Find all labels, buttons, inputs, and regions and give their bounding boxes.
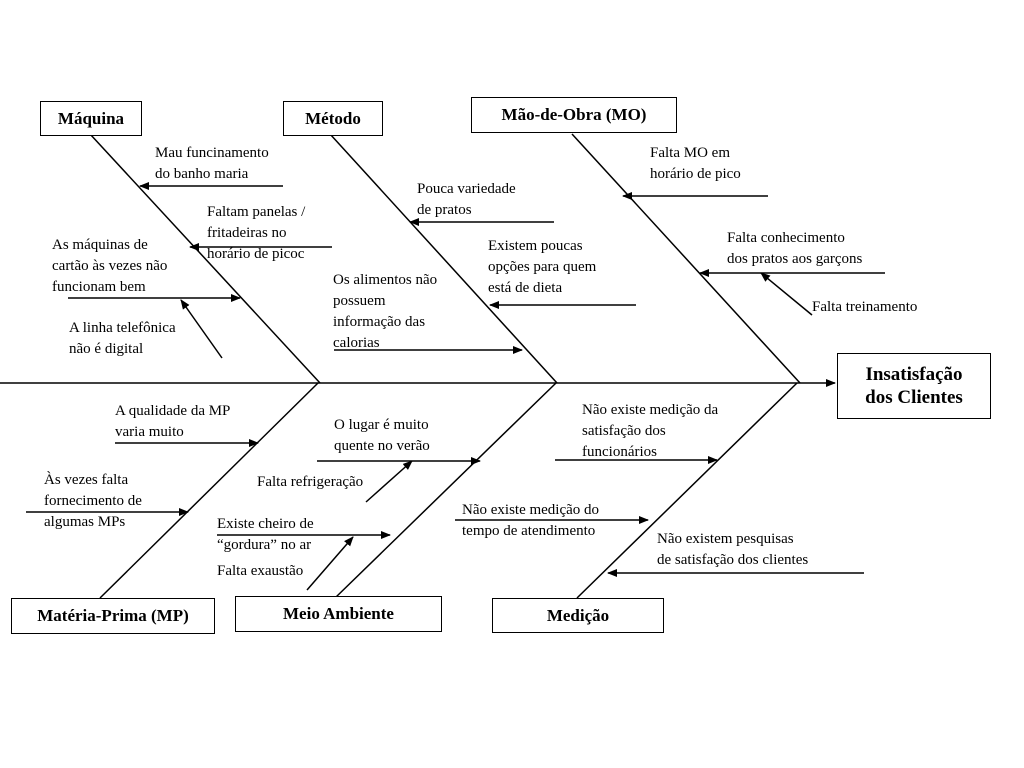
cause-text: cartão às vezes não (52, 258, 168, 274)
category-maquina: Máquina (40, 101, 142, 136)
cause-text: O lugar é muito (334, 417, 429, 433)
cause-mo-2: Falta conhecimento dos pratos aos garçon… (727, 228, 862, 270)
effect-line-2: dos Clientes (865, 387, 963, 408)
cause-text: Falta MO em (650, 145, 730, 161)
category-medicao-label: Medição (546, 605, 610, 625)
cause-text: varia muito (115, 424, 184, 440)
cause-ma-4: Falta exaustão (217, 561, 303, 582)
cause-text: A linha telefônica (69, 320, 176, 336)
cause-maquina-2: Faltam panelas / fritadeiras no horário … (207, 202, 305, 265)
cause-text: Falta conhecimento (727, 230, 845, 246)
cause-text: quente no verão (334, 438, 430, 454)
cause-mo-1: Falta MO em horário de pico (650, 143, 741, 185)
cause-maquina-4: A linha telefônica não é digital (69, 318, 176, 360)
cause-text: tempo de atendimento (462, 523, 596, 539)
cause-maquina-3: As máquinas de cartão às vezes não funci… (52, 235, 167, 298)
category-metodo-label: Método (305, 108, 361, 128)
cause-text: opções para quem (488, 259, 597, 275)
cause-text: informação das (333, 314, 426, 330)
category-maquina-label: Máquina (57, 108, 125, 128)
arrow-mo-3 (760, 272, 813, 316)
effect-box: Insatisfação dos Clientes (837, 353, 991, 419)
cause-text: Não existe medição do (462, 502, 600, 518)
cause-ma-3: Existe cheiro de “gordura” no ar (217, 514, 314, 556)
cause-med-2: Não existe medição do tempo de atendimen… (462, 500, 599, 542)
cause-text: não é digital (69, 341, 144, 357)
cause-text: Não existe medição da (582, 402, 719, 418)
bone-metodo (329, 133, 558, 384)
cause-text: algumas MPs (44, 514, 126, 530)
cause-metodo-2: Existem poucas opções para quem está de … (488, 236, 596, 299)
category-materia-prima-label: Matéria-Prima (MP) (37, 606, 189, 625)
bone-materia-prima (99, 382, 319, 599)
category-medicao: Medição (492, 598, 664, 633)
arrow-ma-2 (365, 460, 413, 503)
cause-text: fritadeiras no (207, 225, 287, 241)
cause-text: A qualidade da MP (115, 403, 231, 419)
category-materia-prima: Matéria-Prima (MP) (11, 598, 215, 634)
cause-text: funcionários (582, 444, 657, 460)
cause-ma-1: O lugar é muito quente no verão (334, 415, 430, 457)
cause-text: de pratos (417, 202, 472, 218)
cause-text: Existe cheiro de (217, 516, 314, 532)
arrow-maquina-4 (180, 299, 223, 359)
cause-text: As máquinas de (52, 237, 148, 253)
cause-text: Falta treinamento (812, 299, 918, 315)
cause-maquina-1: Mau funcinamento do banho maria (155, 143, 269, 185)
cause-text: Pouca variedade (417, 181, 516, 197)
bone-meio-ambiente (334, 382, 557, 599)
cause-text: do banho maria (155, 166, 249, 182)
cause-text: fornecimento de (44, 493, 142, 509)
effect-line-1: Insatisfação (865, 364, 963, 385)
cause-text: Falta refrigeração (257, 474, 364, 490)
category-meio-ambiente-label: Meio Ambiente (283, 604, 394, 623)
cause-med-1: Não existe medição da satisfação dos fun… (582, 400, 718, 463)
cause-med-3: Não existem pesquisas de satisfação dos … (657, 529, 808, 571)
bone-maquina (89, 133, 321, 384)
cause-text: horário de pico (650, 166, 741, 182)
cause-text: “gordura” no ar (217, 537, 312, 553)
cause-text: horário de picoc (207, 246, 305, 262)
cause-metodo-3: Os alimentos não possuem informação das … (333, 270, 437, 354)
category-mao-de-obra: Mão-de-Obra (MO) (471, 97, 677, 133)
cause-text: de satisfação dos clientes (657, 552, 809, 568)
cause-text: calorias (333, 335, 380, 351)
bone-medicao (576, 382, 798, 599)
cause-metodo-1: Pouca variedade de pratos (417, 179, 516, 221)
cause-mp-2: Às vezes falta fornecimento de algumas M… (44, 470, 142, 533)
arrow-ma-4 (306, 536, 354, 591)
cause-text: está de dieta (488, 280, 563, 296)
category-metodo: Método (283, 101, 383, 136)
cause-text: satisfação dos (582, 423, 666, 439)
cause-mo-3: Falta treinamento (812, 297, 917, 318)
cause-text: Os alimentos não (333, 272, 438, 288)
cause-text: Mau funcinamento (155, 145, 269, 161)
cause-text: Não existem pesquisas (657, 531, 794, 547)
cause-text: Falta exaustão (217, 563, 304, 579)
cause-mp-1: A qualidade da MP varia muito (115, 401, 230, 443)
cause-text: Existem poucas (488, 238, 583, 254)
bone-mao-de-obra (571, 133, 801, 384)
category-mao-de-obra-label: Mão-de-Obra (MO) (501, 105, 647, 124)
cause-text: Faltam panelas / (207, 204, 306, 220)
cause-text: funcionam bem (52, 279, 146, 295)
cause-ma-2: Falta refrigeração (257, 472, 363, 493)
category-meio-ambiente: Meio Ambiente (235, 596, 442, 632)
cause-text: dos pratos aos garçons (727, 251, 863, 267)
cause-text: possuem (333, 293, 386, 309)
cause-text: Às vezes falta (44, 472, 129, 488)
